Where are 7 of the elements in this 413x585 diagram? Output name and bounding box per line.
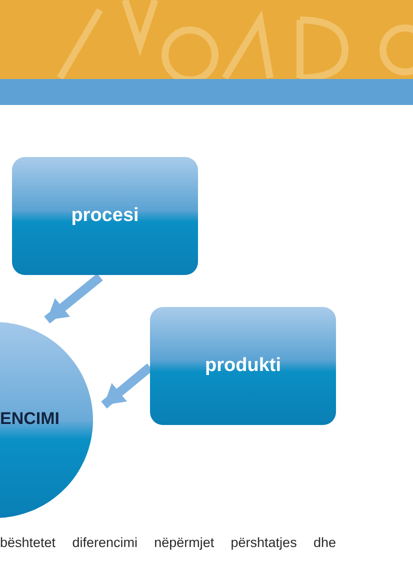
box-label: procesi xyxy=(71,205,139,227)
rounded-box xyxy=(150,307,336,425)
body-text: bështetet diferencimi nëpërmjet përshtatjes dhe xyxy=(0,535,336,550)
circle-label: ENCIMI xyxy=(0,409,60,429)
arrow xyxy=(44,274,103,324)
rounded-box xyxy=(12,157,198,275)
box-label: produkti xyxy=(205,355,281,377)
